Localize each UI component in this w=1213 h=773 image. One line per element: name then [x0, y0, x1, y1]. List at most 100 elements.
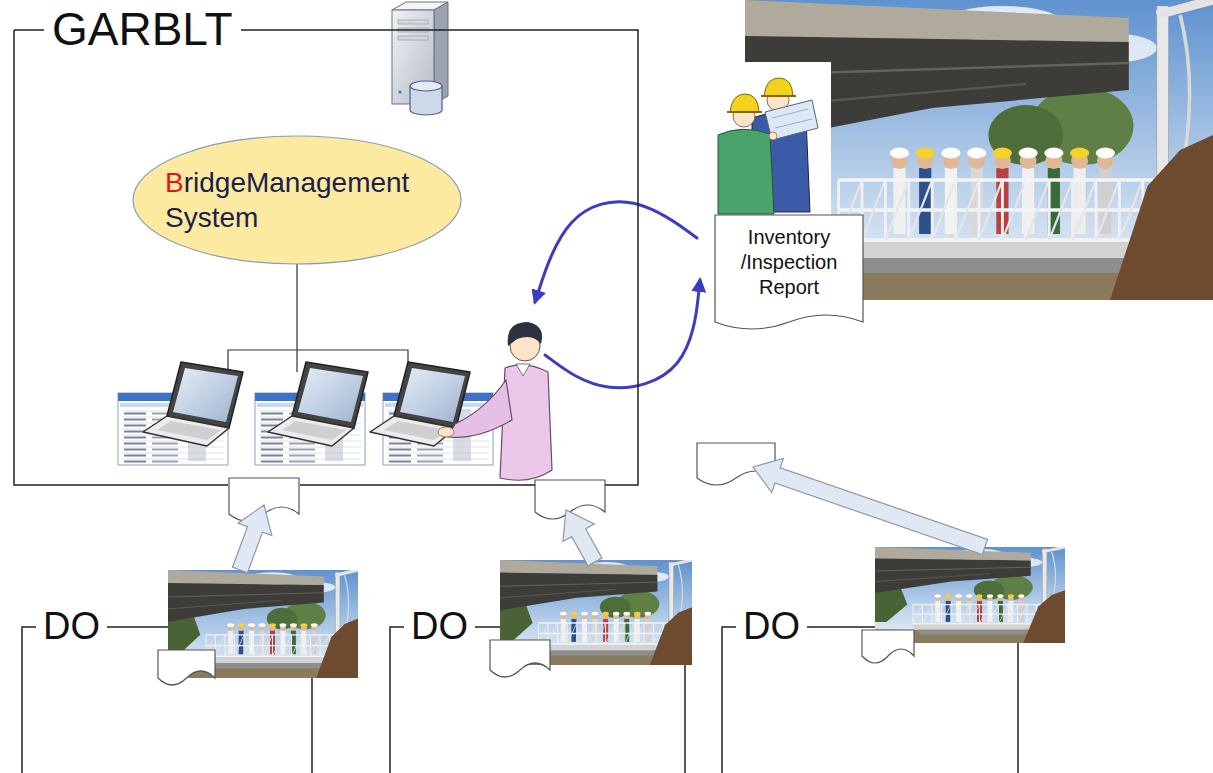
bridge-photo-part	[1095, 180, 1098, 240]
bridge-photo-part	[623, 612, 630, 616]
bridge-photo-part	[875, 547, 1065, 643]
bridge-photo-part	[273, 635, 283, 657]
inspectors-figure-part	[713, 62, 831, 217]
bridge-photo-part	[602, 612, 609, 616]
screenshot-part	[389, 449, 411, 451]
bridge-photo-part	[999, 605, 1009, 624]
bridge-photo-part	[951, 605, 952, 624]
laptop-icon-part	[143, 416, 229, 446]
bridge-photo-part	[980, 605, 990, 624]
bridge-photo-part	[316, 619, 358, 678]
inspectors-figure-part	[764, 78, 793, 96]
inspectors-figure-part	[718, 129, 774, 214]
bridge-photo-part	[600, 597, 631, 618]
bridge-photo-part	[913, 605, 923, 624]
system-ellipse: BridgeManagement System	[132, 135, 462, 265]
bridge-photo-part	[253, 635, 254, 657]
bridge-photo-part	[1044, 148, 1063, 159]
bridge-photo-part	[292, 635, 302, 657]
frame-heading: GARBLT	[44, 6, 241, 52]
bridge-photo-part	[210, 663, 335, 668]
bridge-photo-part	[281, 635, 282, 657]
bridge-photo-part	[1049, 180, 1072, 240]
laptop-icon	[143, 362, 243, 446]
bridge-photo-part	[577, 623, 587, 644]
bridge-photo-part	[1026, 180, 1049, 240]
bridge-photo-part	[931, 180, 934, 240]
bridge-photo-part	[987, 594, 993, 597]
bridge-photo-part	[669, 560, 692, 565]
document-icon	[862, 630, 914, 663]
bridge-photo-part	[839, 240, 1167, 258]
inspectors-figure-part	[761, 95, 796, 97]
screenshot-part	[124, 455, 146, 457]
bridge-photo-part	[500, 589, 615, 597]
bridge-photo-part	[961, 605, 971, 624]
frame-border	[390, 627, 685, 773]
bridge-photo-part	[1118, 180, 1121, 240]
bridge-photo-part	[224, 635, 225, 657]
bridge-photo-part	[913, 605, 914, 624]
screenshot-part	[387, 447, 489, 448]
bridge-photo-part	[978, 180, 981, 240]
bridge-photo-part	[913, 624, 1046, 630]
screenshot-part	[417, 461, 443, 463]
bridge-photo-part	[993, 148, 1012, 159]
bridge-photo-part	[500, 573, 657, 611]
bridge-photo-part	[1042, 547, 1065, 552]
bridge-photo-part	[300, 635, 301, 657]
bridge-photo-part	[312, 630, 317, 654]
inspectors-figure-part	[775, 119, 812, 128]
screenshot-part	[152, 449, 178, 451]
server-icon-part	[398, 90, 401, 93]
screenshot-part	[152, 443, 178, 445]
network-line-part	[228, 262, 408, 372]
bridge-photo-part	[239, 630, 244, 654]
screenshot-part	[124, 425, 146, 427]
bridge-photo-part	[279, 623, 286, 627]
screenshot-part	[261, 419, 283, 421]
inspectors-figure	[713, 62, 831, 217]
bridge-photo-part	[335, 570, 358, 575]
bridge-photo-part	[935, 601, 940, 622]
screenshot-part	[124, 461, 146, 463]
screenshot-part	[261, 443, 283, 445]
bridge-photo-part	[500, 582, 657, 586]
bridge-photo-part	[970, 605, 971, 624]
bridge-photo-part	[923, 605, 933, 624]
bridge-photo-part	[989, 605, 999, 624]
laptop-icon-part	[268, 416, 354, 446]
bridge-photo-part	[932, 605, 933, 624]
bridge-photo-part	[1024, 180, 1027, 240]
bridge-photo-part	[909, 180, 932, 240]
bridge-photo-part	[206, 656, 339, 663]
bridge-photo-part	[576, 623, 577, 644]
bridge-photo-part	[586, 623, 587, 644]
bridge-photo-part	[301, 635, 311, 657]
server-icon-part	[398, 20, 428, 24]
bridge-photo-part	[967, 148, 986, 159]
inspectors-figure-part	[730, 94, 759, 112]
bridge-photo-part	[243, 635, 244, 657]
bridge-photo-part	[988, 105, 1063, 165]
bridge-photo-part	[586, 623, 596, 644]
bridge-photo-part	[941, 605, 942, 624]
operator-figure	[438, 322, 552, 480]
bridge-photo-part	[168, 583, 324, 622]
bridge-photo-part	[567, 623, 568, 644]
bridge-photo-part	[989, 605, 990, 624]
bridge-photo-part	[1110, 135, 1213, 300]
bridge-photo-part	[979, 180, 1002, 240]
bridge-photo-part	[282, 635, 292, 657]
bridge-photo-part	[1073, 180, 1096, 240]
bridge-photo-part	[932, 605, 942, 624]
screenshot-part	[261, 413, 283, 415]
bridge-photo-part	[244, 635, 254, 657]
bridge-photo-part	[1002, 180, 1025, 240]
bridge-photo-part	[625, 623, 635, 644]
bridge-photo-part	[919, 168, 931, 234]
operator-figure-part	[516, 364, 530, 376]
bridge-photo-part	[932, 180, 955, 240]
